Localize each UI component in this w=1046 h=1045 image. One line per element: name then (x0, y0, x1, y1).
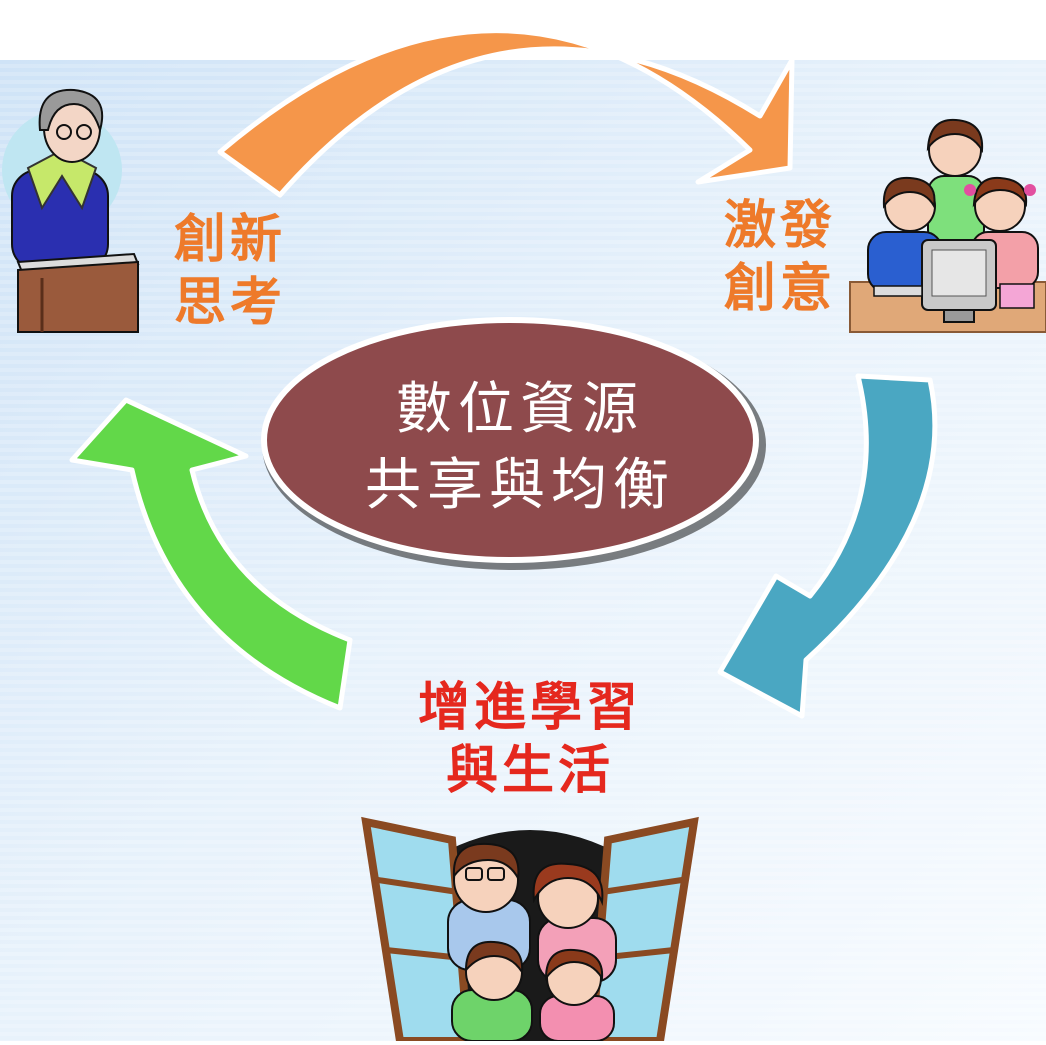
family-at-window-icon (361, 816, 699, 1045)
node-label-improve-learning-life: 增進學習 與生活 (417, 677, 642, 802)
arrow-right-teal (717, 373, 938, 719)
arrow-top-orange (217, 28, 795, 198)
children-at-computer-icon (849, 118, 1046, 333)
node-label-innovative-thinking: 創新 思考 (173, 209, 286, 334)
center-ellipse (261, 317, 759, 563)
node-label-inspire-creativity: 激發 創意 (723, 195, 836, 320)
arrow-left-green (69, 397, 353, 711)
center-label: 數位資源 共享與均衡 (365, 377, 675, 518)
teacher-at-podium-icon (2, 88, 140, 333)
